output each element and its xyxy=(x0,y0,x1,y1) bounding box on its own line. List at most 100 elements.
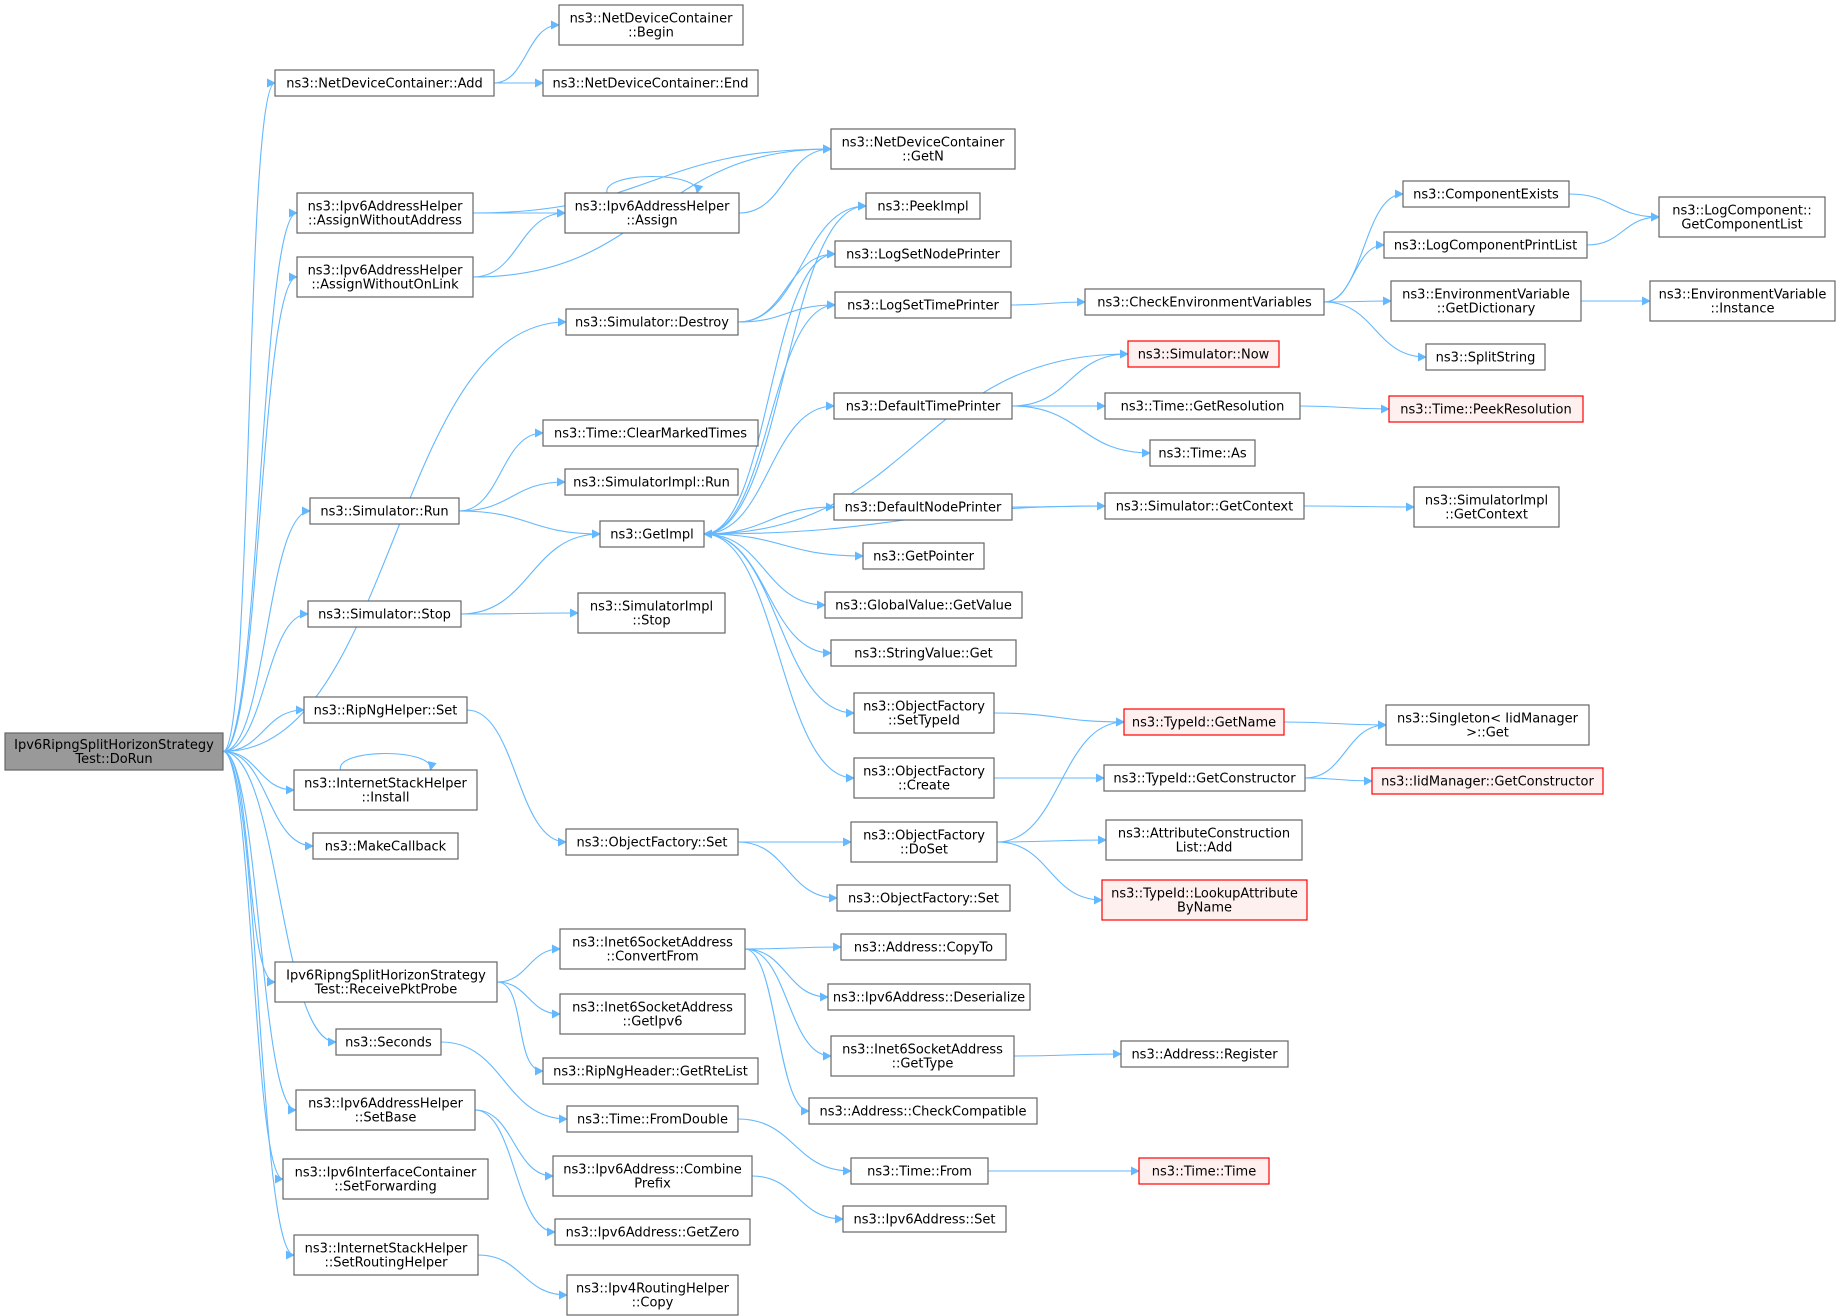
node-ipv4copy[interactable]: ns3::Ipv4RoutingHelper::Copy xyxy=(566,1274,739,1316)
edge-ofdoset-to-attrconstadd xyxy=(996,835,1107,845)
node-addrcopyto[interactable]: ns3::Address::CopyTo xyxy=(840,933,1007,961)
node-envinst[interactable]: ns3::EnvironmentVariable::Instance xyxy=(1649,280,1836,322)
node-timeas[interactable]: ns3::Time::As xyxy=(1149,439,1256,467)
node-defnodeprinter[interactable]: ns3::DefaultNodePrinter xyxy=(833,493,1013,521)
node-ofset2[interactable]: ns3::ObjectFactory::Set xyxy=(836,884,1011,912)
node-getzero-box xyxy=(554,1218,751,1246)
node-splitstring[interactable]: ns3::SplitString xyxy=(1425,343,1546,371)
node-strvalget[interactable]: ns3::StringValue::Get xyxy=(830,639,1017,667)
node-timefrom[interactable]: ns3::Time::From xyxy=(850,1157,989,1185)
edge-typeidgetctor-to-singletonget xyxy=(1304,720,1387,779)
node-logcompprint-box xyxy=(1383,231,1588,259)
node-logcompprint-label-0: ns3::LogComponentPrintList xyxy=(1394,239,1577,254)
node-i6deser[interactable]: ns3::Ipv6Address::Deserialize xyxy=(827,983,1031,1011)
node-setrouting[interactable]: ns3::InternetStackHelper::SetRoutingHelp… xyxy=(293,1234,479,1276)
node-setfwd[interactable]: ns3::Ipv6InterfaceContainer::SetForwardi… xyxy=(282,1158,489,1200)
node-ndc_add[interactable]: ns3::NetDeviceContainer::Add xyxy=(274,69,495,97)
node-peekres-label-0: ns3::Time::PeekResolution xyxy=(1400,403,1571,418)
node-checkenv[interactable]: ns3::CheckEnvironmentVariables xyxy=(1084,288,1325,316)
node-makecallback[interactable]: ns3::MakeCallback xyxy=(312,832,459,860)
node-ndc_begin-box xyxy=(558,4,744,46)
node-simimplstop[interactable]: ns3::SimulatorImpl::Stop xyxy=(577,592,726,634)
node-getimpl-box xyxy=(599,520,705,548)
edge-seconds-to-fromdouble xyxy=(440,1041,568,1124)
node-singletonget[interactable]: ns3::Singleton< IidManager>::Get xyxy=(1385,704,1590,746)
node-destroy[interactable]: ns3::Simulator::Destroy xyxy=(565,308,739,336)
node-compexists[interactable]: ns3::ComponentExists xyxy=(1402,180,1570,208)
node-compexists-box xyxy=(1402,180,1570,208)
node-ndc_getn[interactable]: ns3::NetDeviceContainer::GetN xyxy=(830,128,1016,170)
node-ishinstall-label-1: ::Install xyxy=(362,791,410,806)
node-assign-label-1: ::Assign xyxy=(626,214,677,229)
node-simimplrun[interactable]: ns3::SimulatorImpl::Run xyxy=(564,468,739,496)
node-logsettime[interactable]: ns3::LogSetTimePrinter xyxy=(834,291,1012,319)
node-typeidgetctor[interactable]: ns3::TypeId::GetConstructor xyxy=(1103,764,1306,792)
edge-setbase-to-combprefix xyxy=(474,1109,554,1181)
node-fromdouble-label-0: ns3::Time::FromDouble xyxy=(577,1113,728,1128)
node-getcomplist[interactable]: ns3::LogComponent::GetComponentList xyxy=(1658,196,1826,238)
node-clearmarked[interactable]: ns3::Time::ClearMarkedTimes xyxy=(542,419,759,447)
node-logcompprint[interactable]: ns3::LogComponentPrintList xyxy=(1383,231,1588,259)
node-simstop[interactable]: ns3::Simulator::Stop xyxy=(307,600,462,628)
node-gvgetvalue[interactable]: ns3::GlobalValue::GetValue xyxy=(824,591,1023,619)
node-ofset[interactable]: ns3::ObjectFactory::Set xyxy=(565,828,739,856)
node-ofdoset-box xyxy=(850,821,998,863)
node-getres[interactable]: ns3::Time::GetResolution xyxy=(1104,392,1301,420)
edge-typeidgetname-to-singletonget xyxy=(1283,720,1387,730)
node-ofdoset-label-1: ::DoSet xyxy=(900,843,948,858)
node-ripngset[interactable]: ns3::RipNgHelper::Set xyxy=(303,696,468,724)
node-i6addrset[interactable]: ns3::Ipv6Address::Set xyxy=(842,1205,1007,1233)
node-setbase[interactable]: ns3::Ipv6AddressHelper::SetBase xyxy=(295,1089,476,1131)
node-timetime[interactable]: ns3::Time::Time xyxy=(1138,1157,1270,1185)
node-envdict[interactable]: ns3::EnvironmentVariable::GetDictionary xyxy=(1390,280,1582,322)
node-addrregister[interactable]: ns3::Address::Register xyxy=(1120,1040,1289,1068)
node-getimpl[interactable]: ns3::GetImpl xyxy=(599,520,705,548)
node-fromdouble[interactable]: ns3::Time::FromDouble xyxy=(566,1105,739,1133)
node-timetime-box xyxy=(1138,1157,1270,1185)
node-awol[interactable]: ns3::Ipv6AddressHelper::AssignWithoutOnL… xyxy=(296,256,474,298)
node-seconds[interactable]: ns3::Seconds xyxy=(335,1028,442,1056)
edge-checkenv-to-splitstring xyxy=(1323,301,1427,362)
node-peekimpl[interactable]: ns3::PeekImpl xyxy=(865,192,981,220)
node-simrun[interactable]: ns3::Simulator::Run xyxy=(309,497,460,525)
node-simnow[interactable]: ns3::Simulator::Now xyxy=(1127,340,1280,368)
node-i6convfrom[interactable]: ns3::Inet6SocketAddress::ConvertFrom xyxy=(559,928,746,970)
node-ofsettypeid[interactable]: ns3::ObjectFactory::SetTypeId xyxy=(853,692,995,734)
node-i6gettype[interactable]: ns3::Inet6SocketAddress::GetType xyxy=(830,1035,1015,1077)
edge-getimpl-to-deftimeprinter xyxy=(703,401,835,535)
node-simimplgetctx[interactable]: ns3::SimulatorImpl::GetContext xyxy=(1413,486,1560,528)
edge-root-to-simrun xyxy=(222,506,311,753)
node-destroy-label-0: ns3::Simulator::Destroy xyxy=(575,316,729,331)
node-checkcompat[interactable]: ns3::Address::CheckCompatible xyxy=(808,1097,1038,1125)
node-ishinstall[interactable]: ns3::InternetStackHelper::Install xyxy=(293,769,478,811)
node-iidgetctor[interactable]: ns3::IidManager::GetConstructor xyxy=(1371,767,1604,795)
node-simgetctx[interactable]: ns3::Simulator::GetContext xyxy=(1104,492,1305,520)
node-i6getipv6[interactable]: ns3::Inet6SocketAddress::GetIpv6 xyxy=(559,993,746,1035)
edge-i6convfrom-to-i6gettype xyxy=(744,948,832,1061)
node-getrtelist[interactable]: ns3::RipNgHeader::GetRteList xyxy=(542,1057,759,1085)
edge-logcompprint-to-getcomplist xyxy=(1586,212,1660,246)
node-ofcreate[interactable]: ns3::ObjectFactory::Create xyxy=(853,757,995,799)
node-logsetnode[interactable]: ns3::LogSetNodePrinter xyxy=(834,240,1012,268)
node-defnodeprinter-label-0: ns3::DefaultNodePrinter xyxy=(845,501,1002,516)
edge-awol-to-assign xyxy=(472,208,566,278)
node-peekres[interactable]: ns3::Time::PeekResolution xyxy=(1388,395,1584,423)
node-awa[interactable]: ns3::Ipv6AddressHelper::AssignWithoutAdd… xyxy=(296,192,474,234)
edge-checkenv-to-envdict xyxy=(1323,296,1392,306)
node-simimplgetctx-label-1: ::GetContext xyxy=(1445,508,1528,523)
node-typeidgetname[interactable]: ns3::TypeId::GetName xyxy=(1123,708,1285,736)
node-setrouting-label-0: ns3::InternetStackHelper xyxy=(305,1242,468,1257)
node-assign[interactable]: ns3::Ipv6AddressHelper::Assign xyxy=(564,192,740,234)
node-ofdoset[interactable]: ns3::ObjectFactory::DoSet xyxy=(850,821,998,863)
node-ndc_end[interactable]: ns3::NetDeviceContainer::End xyxy=(542,69,759,97)
node-getpointer[interactable]: ns3::GetPointer xyxy=(862,542,985,570)
node-ndc_begin[interactable]: ns3::NetDeviceContainer::Begin xyxy=(558,4,744,46)
node-recvprobe[interactable]: Ipv6RipngSplitHorizonStrategyTest::Recei… xyxy=(274,961,498,1003)
node-getzero[interactable]: ns3::Ipv6Address::GetZero xyxy=(554,1218,751,1246)
node-envinst-label-0: ns3::EnvironmentVariable xyxy=(1659,288,1827,303)
node-deftimeprinter[interactable]: ns3::DefaultTimePrinter xyxy=(833,392,1013,420)
